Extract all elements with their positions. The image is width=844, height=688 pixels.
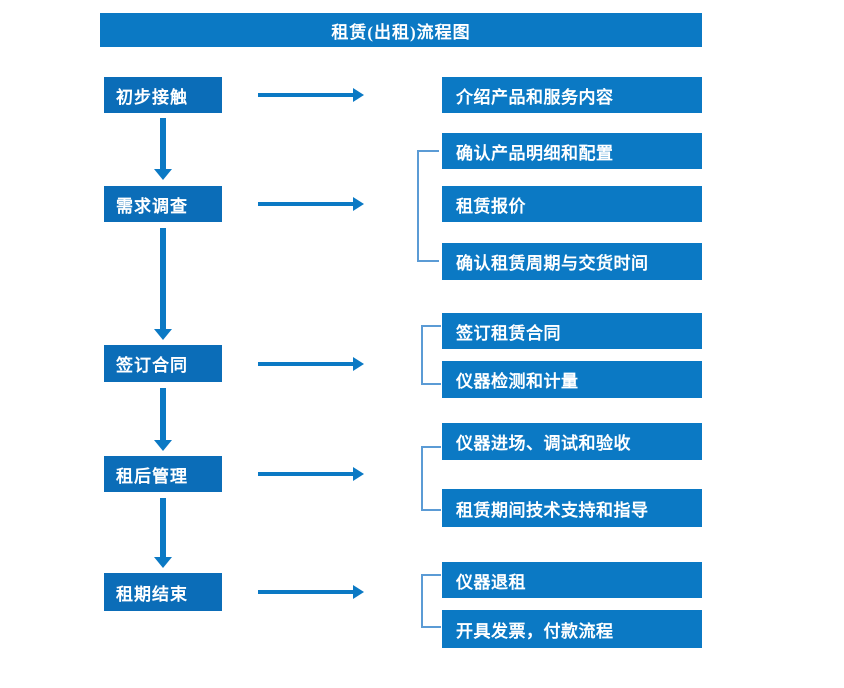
horizontal-arrow-3: [258, 357, 364, 371]
stage-box-3[interactable]: 签订合同: [104, 345, 222, 382]
stage-box-2[interactable]: 需求调查: [104, 186, 222, 222]
group-bracket-5: [421, 574, 441, 628]
group-bracket-2: [417, 150, 439, 262]
stage-box-1[interactable]: 初步接触: [104, 77, 222, 113]
horizontal-arrow-2: [258, 197, 364, 211]
vertical-arrow-4: [154, 498, 172, 568]
chart-title-banner: 租赁(出租)流程图: [100, 13, 702, 47]
detail-box-2-1[interactable]: 确认产品明细和配置: [442, 133, 702, 169]
detail-box-4-1[interactable]: 仪器进场、调试和验收: [442, 423, 702, 460]
horizontal-arrow-5: [258, 585, 364, 599]
vertical-arrow-2: [154, 228, 172, 340]
detail-box-4-2[interactable]: 租赁期间技术支持和指导: [442, 489, 702, 527]
horizontal-arrow-4: [258, 467, 364, 481]
detail-box-3-2[interactable]: 仪器检测和计量: [442, 361, 702, 398]
detail-box-3-1[interactable]: 签订租赁合同: [442, 313, 702, 349]
stage-box-4[interactable]: 租后管理: [104, 456, 222, 492]
group-bracket-3: [421, 325, 441, 385]
horizontal-arrow-1: [258, 88, 364, 102]
stage-box-5[interactable]: 租期结束: [104, 573, 222, 611]
group-bracket-4: [421, 446, 441, 511]
detail-box-2-2[interactable]: 租赁报价: [442, 186, 702, 222]
detail-box-1-1[interactable]: 介绍产品和服务内容: [442, 77, 702, 113]
detail-box-5-2[interactable]: 开具发票，付款流程: [442, 610, 702, 648]
vertical-arrow-1: [154, 118, 172, 180]
detail-box-2-3[interactable]: 确认租赁周期与交货时间: [442, 243, 702, 280]
vertical-arrow-3: [154, 388, 172, 451]
detail-box-5-1[interactable]: 仪器退租: [442, 562, 702, 598]
